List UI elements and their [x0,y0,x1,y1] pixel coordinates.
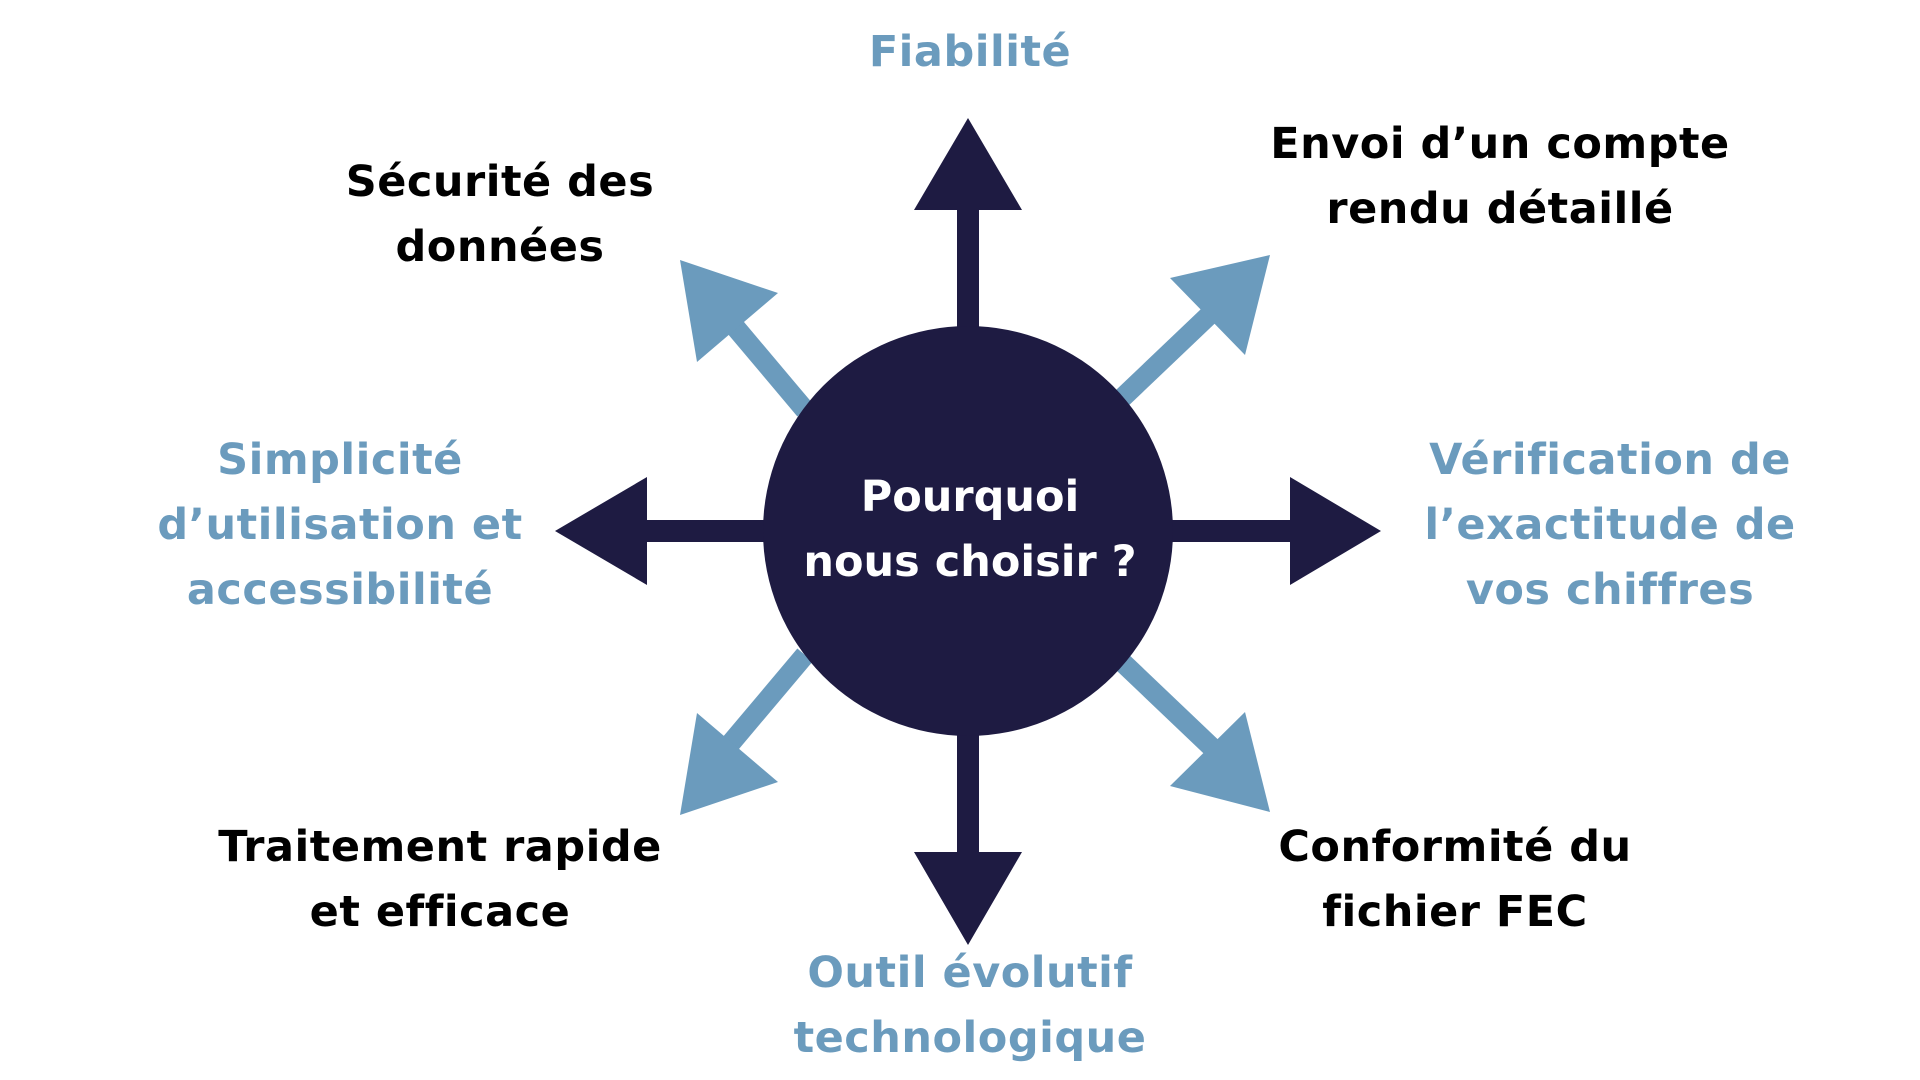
arrow-right [1160,477,1381,585]
center-circle [763,326,1173,736]
label-bottom-right: Conformité du fichier FEC [1278,822,1632,937]
arrow-left [555,477,770,585]
arrow-down [914,720,1022,945]
arrow-top-left [680,260,813,417]
label-top-left: Sécurité des données [345,157,655,272]
arrow-bottom-right [1113,652,1270,812]
label-left: Simplicité d’utilisation et accessibilit… [157,435,523,615]
center-label: Pourquoi nous choisir ? [803,472,1137,587]
arrow-up [914,118,1022,340]
arrow-bottom-left [680,648,813,815]
label-bottom-left: Traitement rapide et efficace [218,822,662,937]
arrow-top-right [1113,255,1270,408]
label-bottom: Outil évolutif technologique [793,948,1147,1063]
label-top-right: Envoi d’un compte rendu détaillé [1270,119,1730,234]
label-top: Fiabilité [868,27,1072,77]
label-right: Vérification de l’exactitude de vos chif… [1424,435,1796,615]
